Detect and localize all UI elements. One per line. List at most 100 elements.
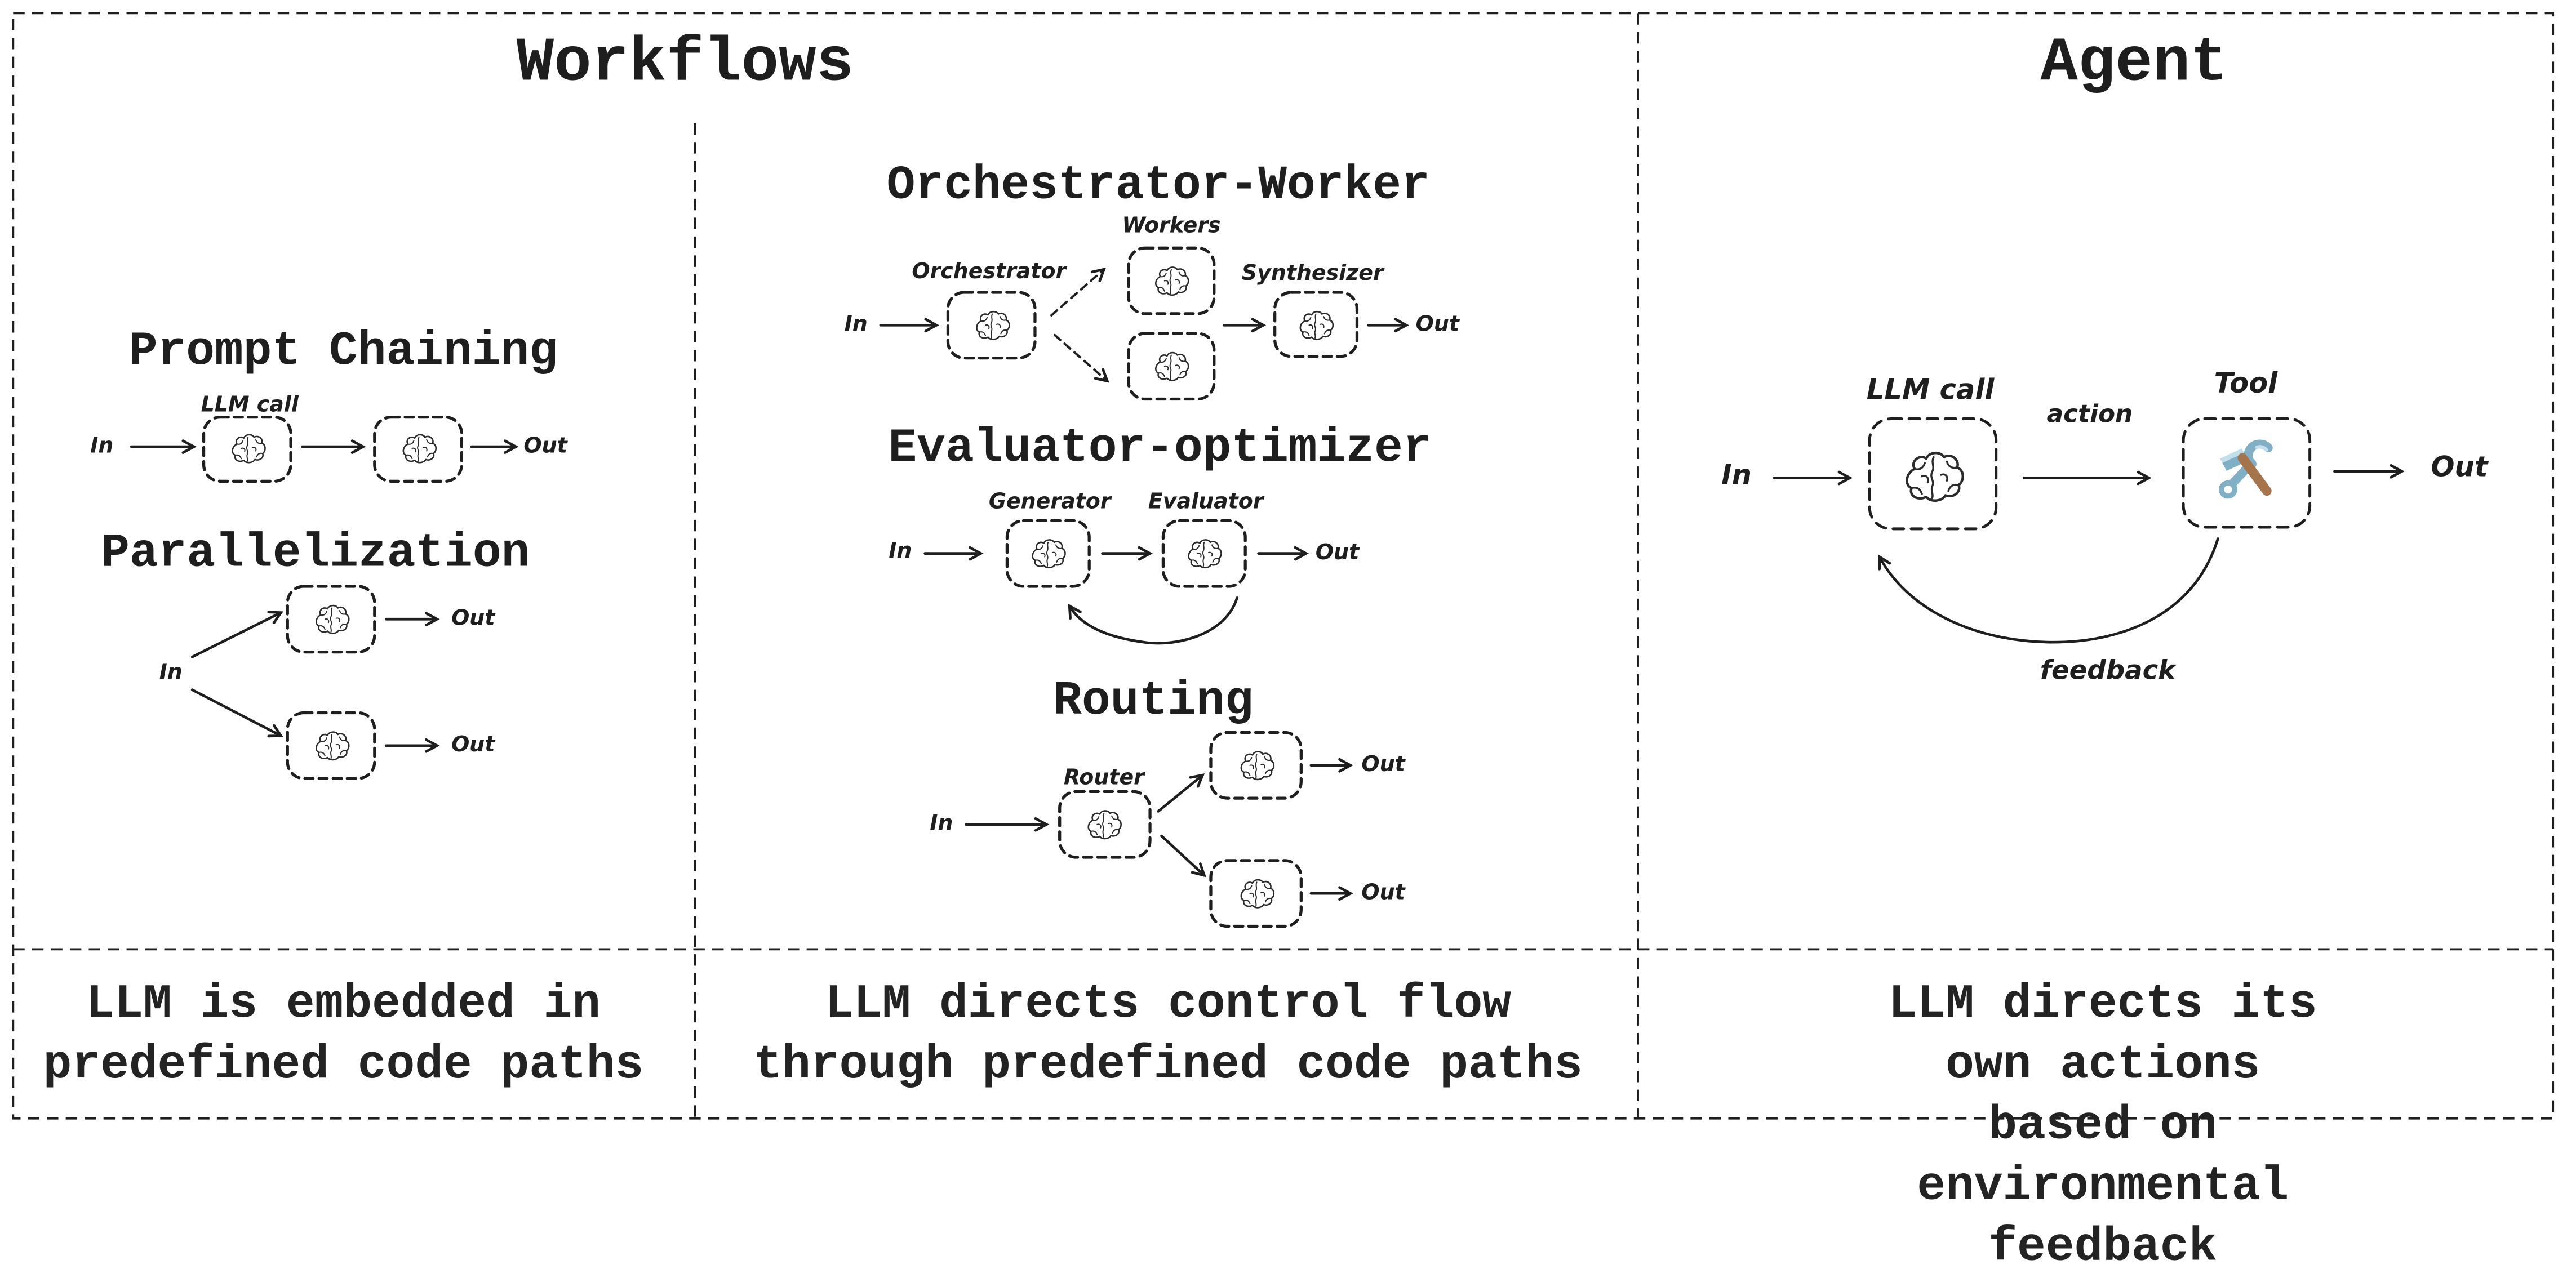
out-label: Out [451, 607, 495, 632]
diagram-lines-layer [12, 12, 2555, 1120]
in-label: In [159, 661, 183, 686]
in-label: In [930, 812, 953, 837]
arrowhead [1878, 554, 1891, 571]
generator-box [1005, 519, 1091, 588]
feedback-label: feedback [2040, 654, 2176, 686]
brain-icon [1032, 539, 1066, 569]
prompt-chaining-heading: Prompt Chaining [128, 324, 558, 379]
arrowhead [1034, 817, 1050, 832]
outer-border [12, 12, 2555, 1120]
brain-icon [976, 310, 1010, 340]
workflows-caption-1: LLM is embedded in predefined code paths [43, 977, 644, 1093]
orchestrator-box [946, 291, 1037, 360]
arrowhead [1294, 546, 1309, 561]
arrowhead [267, 611, 283, 625]
router-box [1058, 790, 1152, 859]
llm-call-label: LLM call [201, 393, 299, 418]
arrow [1157, 773, 1204, 813]
arrowhead [1191, 862, 1206, 878]
brain-icon [232, 434, 266, 464]
generator-label: Generator [988, 490, 1111, 515]
brain-icon [1299, 310, 1334, 340]
synthesizer-label: Synthesizer [1241, 262, 1384, 287]
in-label: In [889, 539, 912, 564]
arrowhead [425, 612, 440, 627]
diagram-canvas: Workflows Agent Prompt Chaining LLM call… [12, 12, 2555, 1275]
llm-box [1209, 859, 1303, 928]
brain-icon [1154, 266, 1189, 296]
arrowhead [1094, 368, 1109, 383]
out-label: Out [1315, 541, 1360, 566]
arrowhead [1338, 758, 1353, 773]
brain-icon [1188, 539, 1222, 569]
routing-heading: Routing [1053, 674, 1254, 729]
feedback-loop-arrow [1878, 537, 2219, 644]
out-label: Out [1361, 752, 1405, 778]
arrowhead [1068, 603, 1082, 620]
agent-tool-box [2182, 417, 2312, 529]
dashed-arrow [1053, 333, 1109, 382]
evaluator-label: Evaluator [1148, 490, 1264, 515]
arrowhead [1394, 318, 1409, 333]
tool-label: Tool [2214, 368, 2278, 401]
synthesizer-box [1273, 291, 1359, 358]
arrowhead [503, 439, 519, 454]
arrow [190, 611, 282, 658]
brain-icon [1240, 879, 1275, 909]
in-label: In [90, 434, 114, 459]
workflows-caption-2: LLM directs control flow through predefi… [753, 977, 1583, 1093]
arrowhead [1138, 546, 1153, 561]
workers-label: Workers [1122, 214, 1221, 239]
llm-box [286, 711, 376, 780]
hammer-and-wrench-icon [2220, 444, 2268, 496]
evaluator-optimizer-heading: Evaluator-optimizer [888, 421, 1432, 476]
arrowhead [1090, 268, 1107, 282]
brain-icon [402, 434, 437, 464]
arrowhead [969, 546, 984, 561]
arrowhead [1338, 886, 1353, 901]
arrowhead [2390, 464, 2405, 479]
llm-box [286, 585, 376, 654]
arrow [190, 688, 282, 737]
out-label: Out [523, 434, 567, 459]
orchestrator-label: Orchestrator [912, 260, 1067, 285]
arrowhead [1837, 470, 1853, 486]
arrowhead [181, 439, 197, 454]
action-label: action [2046, 399, 2133, 429]
out-label: Out [451, 733, 495, 758]
llm-call-label: LLM call [1866, 374, 1995, 408]
evaluator-box [1161, 519, 1247, 588]
brain-icon [1240, 751, 1275, 781]
out-label: Out [1361, 881, 1405, 906]
brain-icon [1154, 351, 1189, 381]
agent-llm-box [1868, 417, 1998, 531]
brain-icon [1907, 453, 1962, 501]
orchestrator-worker-heading: Orchestrator-Worker [886, 158, 1430, 213]
out-label: Out [1415, 313, 1460, 338]
in-label: In [844, 313, 868, 338]
workflows-title: Workflows [516, 29, 854, 100]
arrowhead [2137, 470, 2152, 486]
brain-icon [316, 604, 350, 634]
dashed-arrow [1050, 268, 1105, 317]
arrowhead [267, 724, 283, 738]
out-label: Out [2431, 451, 2488, 485]
router-label: Router [1063, 766, 1144, 791]
agent-title: Agent [2040, 29, 2228, 100]
arrowhead [1189, 773, 1205, 788]
arrowhead [425, 738, 440, 753]
arrow [1160, 834, 1206, 877]
llm-box [373, 415, 463, 483]
in-label: In [1721, 460, 1752, 493]
feedback-loop-arrow [1068, 596, 1238, 645]
agent-caption: LLM directs its own actions based on env… [1888, 977, 2317, 1275]
llm-box [1209, 731, 1303, 800]
arrowhead [924, 318, 939, 333]
parallelization-heading: Parallelization [101, 526, 530, 581]
brain-icon [1087, 810, 1122, 840]
brain-icon [316, 731, 350, 761]
arrowhead [350, 439, 366, 454]
llm-box [202, 415, 292, 483]
worker-box [1127, 246, 1216, 315]
worker-box [1127, 332, 1216, 401]
